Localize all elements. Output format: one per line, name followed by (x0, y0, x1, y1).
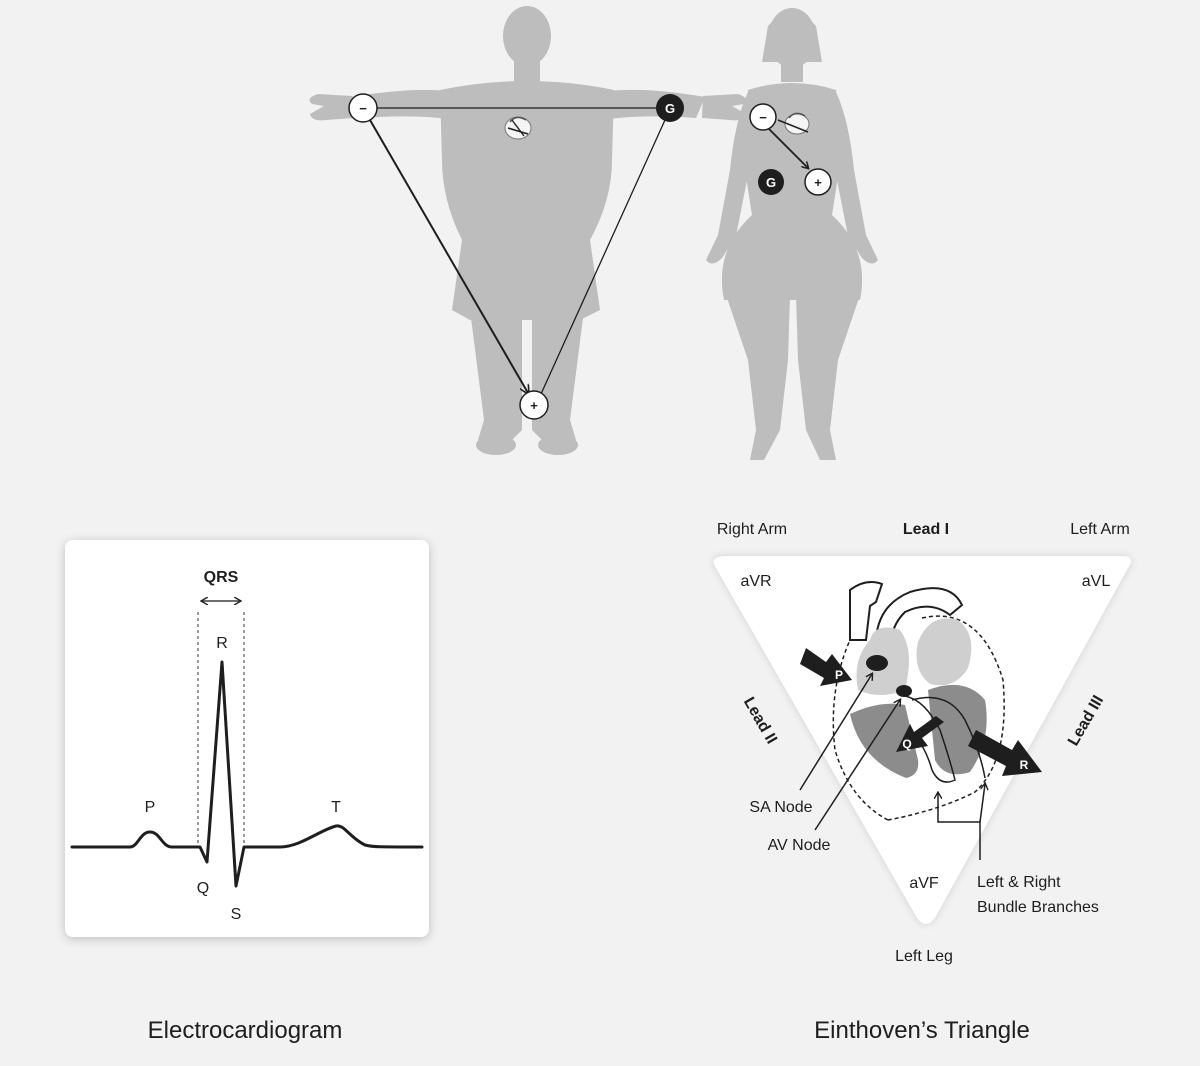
label-left-leg: Left Leg (895, 948, 953, 965)
ecg-waveform (70, 660, 424, 888)
electrode-right-arm-negative: − (348, 93, 378, 123)
svg-text:R: R (1020, 758, 1029, 772)
arrow-r-wave: R (968, 730, 1042, 776)
arrow-p-wave: P (800, 648, 852, 686)
svg-text:−: − (359, 101, 367, 116)
female-lead-line (767, 127, 808, 168)
label-bundle-branches-line1: Left & Right (977, 874, 1061, 891)
male-lead-lines (369, 107, 666, 394)
svg-text:G: G (665, 101, 675, 116)
svg-text:Q: Q (902, 737, 911, 751)
female-electrode-positive: + (804, 168, 832, 196)
female-electrode-ground: G (758, 169, 784, 195)
ecg-wave-q: Q (197, 880, 209, 897)
callout-lines (799, 674, 985, 860)
svg-text:+: + (814, 175, 822, 190)
svg-text:−: − (759, 110, 767, 125)
label-sa-node: SA Node (749, 799, 812, 816)
label-right-arm: Right Arm (717, 521, 787, 538)
svg-text:P: P (835, 668, 843, 682)
heart-diagram (832, 581, 1005, 821)
ecg-caption: Electrocardiogram (148, 1017, 343, 1044)
qrs-interval-guides (197, 601, 245, 848)
female-electrode-negative: − (749, 103, 777, 131)
ecg-wave-r: R (216, 635, 228, 652)
label-left-arm: Left Arm (1070, 521, 1130, 538)
label-lead-i: Lead I (903, 521, 949, 538)
label-lead-iii: Lead III (1065, 693, 1107, 749)
label-bundle-branches-line2: Bundle Branches (977, 899, 1099, 916)
einthoven-caption: Einthoven’s Triangle (814, 1017, 1030, 1044)
ecg-card (65, 540, 429, 937)
electrode-left-arm-ground: G (656, 94, 684, 122)
ecg-wave-t: T (331, 799, 341, 816)
male-body-silhouette (309, 6, 746, 455)
label-avf: aVF (909, 875, 939, 892)
label-lead-ii: Lead II (740, 695, 780, 747)
female-heart-icon (777, 112, 810, 135)
label-av-node: AV Node (768, 837, 831, 854)
label-avl: aVL (1082, 573, 1111, 590)
svg-text:+: + (530, 398, 538, 413)
qrs-label: QRS (204, 569, 239, 586)
female-body-silhouette (706, 8, 878, 460)
ecg-wave-s: S (231, 906, 242, 923)
electrode-left-leg-positive: + (519, 390, 549, 420)
ecg-wave-p: P (145, 799, 156, 816)
arrow-q-wave: Q (896, 716, 944, 752)
svg-text:G: G (766, 175, 776, 190)
label-avr: aVR (740, 573, 771, 590)
male-heart-icon (504, 116, 532, 140)
